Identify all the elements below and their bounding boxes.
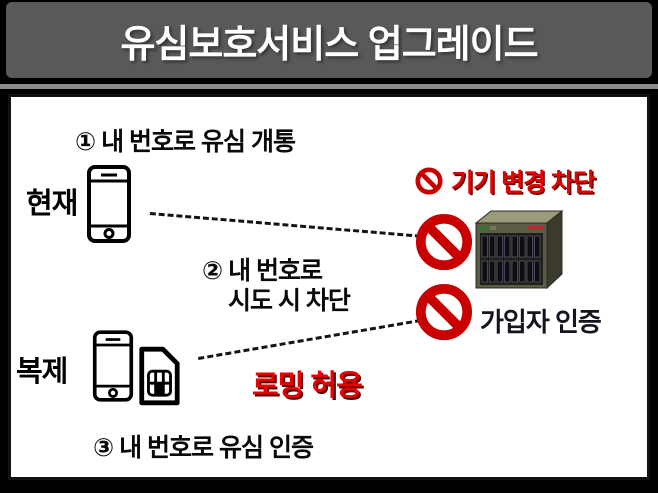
middle-caption-line2: 시도 시 차단 xyxy=(228,287,351,315)
device-change-blocked-notice: 기기 변경 차단 xyxy=(415,163,596,199)
smartphone-icon xyxy=(87,165,131,243)
phone-clone-label: 복제 xyxy=(16,356,68,388)
blank-white-rectangle xyxy=(50,256,176,310)
subscriber-auth-label: 가입자 인증 xyxy=(480,307,602,337)
page-title: 유심보호서비스 업그레이드 xyxy=(120,23,538,66)
bottom-caption: ③ 내 번호로 유심 인증 xyxy=(93,434,314,462)
device-change-blocked-label: 기기 변경 차단 xyxy=(451,169,596,197)
no-entry-icon xyxy=(415,213,473,271)
title-bar: 유심보호서비스 업그레이드 xyxy=(6,2,652,78)
middle-caption: ② 내 번호로 시도 시 차단 xyxy=(202,256,351,316)
server-rack-icon xyxy=(474,209,564,290)
sim-card-icon xyxy=(139,346,180,406)
smartphone-icon xyxy=(92,330,134,402)
no-entry-icon xyxy=(415,283,473,341)
no-entry-icon xyxy=(415,167,443,195)
header-divider xyxy=(0,84,658,89)
phone-current-label: 현재 xyxy=(26,188,78,220)
top-caption: ① 내 번호로 유심 개통 xyxy=(75,128,296,156)
roaming-allowed-label: 로밍 허용 xyxy=(252,370,363,402)
middle-caption-line1: ② 내 번호로 xyxy=(202,257,323,285)
